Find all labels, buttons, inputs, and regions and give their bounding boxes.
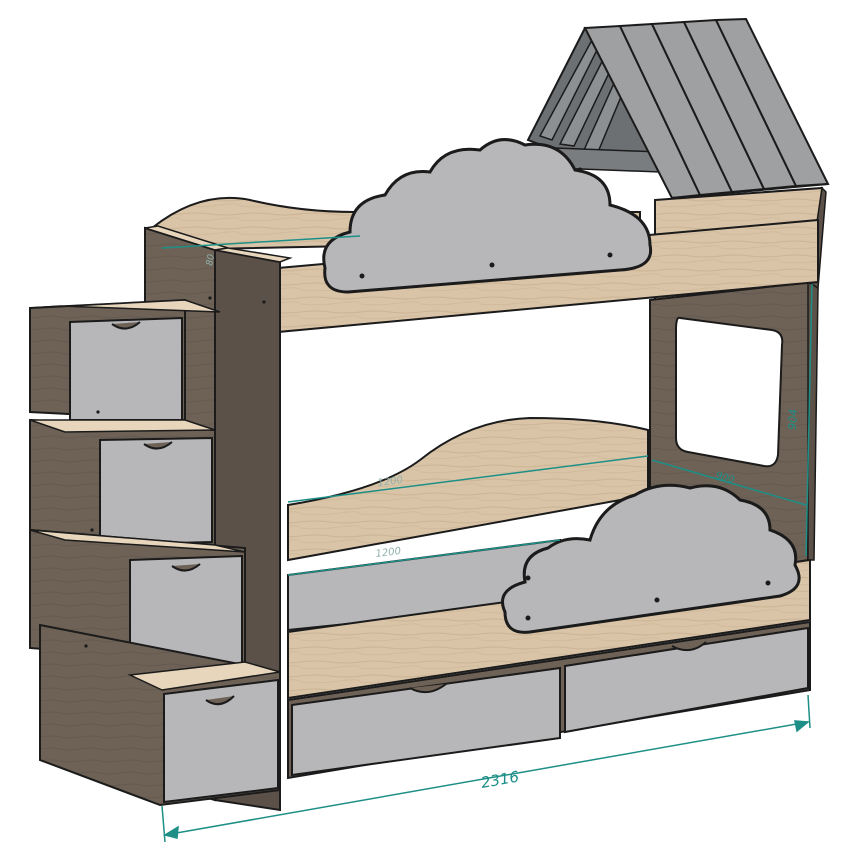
dim-length-line: [164, 721, 809, 836]
lower-back-panel: [287, 416, 649, 562]
dim-overall-length-label: 2316: [480, 768, 521, 792]
dim-ladder-label: 80: [205, 253, 217, 266]
stair-drawers: [29, 298, 281, 807]
dim-window-line: [651, 459, 807, 506]
dim-side-height-label: 904: [786, 409, 800, 430]
dim-lower-line-2: [287, 539, 561, 576]
dim-lower-line-1: [287, 455, 649, 503]
dim-length-ext-right: [807, 694, 811, 729]
dim-upper-line: [161, 235, 361, 249]
lower-cloud-guard: [501, 483, 801, 634]
dim-lower-bed-label: 1200: [375, 546, 402, 560]
dim-length-ext-left: [161, 805, 166, 843]
roof: [526, 17, 830, 200]
upper-cloud-guard: [322, 138, 653, 294]
dimension-lines: [161, 235, 813, 843]
dim-window-width-label: 900: [714, 470, 735, 486]
under-bed-drawers: [287, 620, 811, 780]
dim-upper-bed-label: 1200: [377, 475, 404, 489]
dimension-labels: 2316 904 900 1200 1200 80: [205, 253, 800, 792]
dim-height-line: [805, 283, 813, 557]
